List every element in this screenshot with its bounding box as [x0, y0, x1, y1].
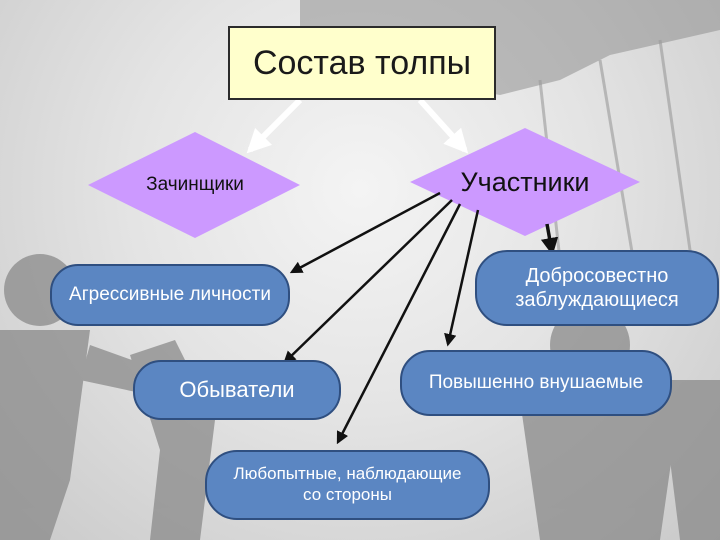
node-aggressive-text: Агрессивные личности [69, 284, 271, 306]
node-honest: Добросовестно заблуждающиеся [475, 250, 719, 326]
node-suggestible: Повышенно внушаемые [400, 350, 672, 416]
node-honest-line2: заблуждающиеся [515, 289, 679, 311]
title-text: Состав толпы [252, 43, 472, 82]
node-aggressive: Агрессивные личности [50, 264, 290, 326]
node-ordinary-text: Обыватели [179, 376, 295, 402]
node-suggestible-text: Повышенно внушаемые [428, 372, 644, 394]
node-curious-line1: Любопытные, наблюдающие [233, 464, 462, 484]
initiators-label: Зачинщики [146, 174, 244, 195]
node-curious-line2: со стороны [303, 485, 392, 504]
node-curious: Любопытные, наблюдающие со стороны [205, 450, 490, 520]
node-ordinary: Обыватели [133, 360, 341, 420]
node-honest-line1: Добросовестно [525, 264, 669, 287]
participants-label: Участники [460, 166, 590, 197]
title-box: Состав толпы [228, 26, 496, 100]
